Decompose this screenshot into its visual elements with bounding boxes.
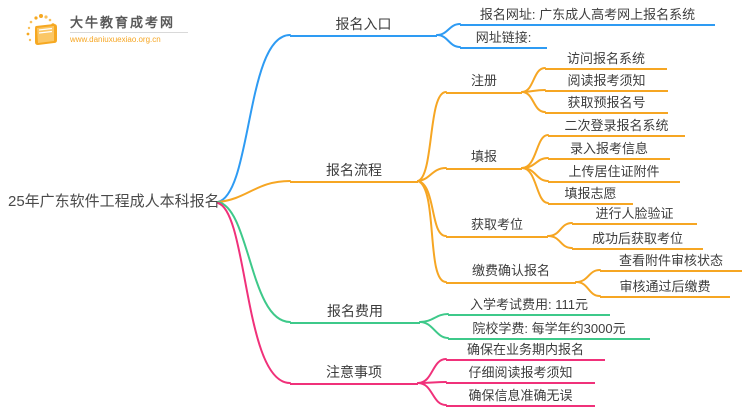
process-branch-lines xyxy=(217,67,601,297)
node-read-notice[interactable]: 阅读报考须知 xyxy=(545,71,668,92)
fee-branch-lines xyxy=(217,201,449,339)
node-get-prenumber[interactable]: 获取预报名号 xyxy=(545,93,668,114)
node-fill-in[interactable]: 填报 xyxy=(446,146,522,170)
logo-title: 大牛教育成考网 xyxy=(70,15,176,30)
node-read-carefully[interactable]: 仔细阅读报考须知 xyxy=(446,363,595,384)
node-get-seat[interactable]: 获取考位 xyxy=(446,214,548,238)
branch-entry[interactable]: 报名入口 xyxy=(290,13,437,37)
node-pay-confirm[interactable]: 缴费确认报名 xyxy=(446,260,576,284)
node-upload-permit[interactable]: 上传居住证附件 xyxy=(548,162,680,183)
branch-notes[interactable]: 注意事项 xyxy=(290,361,418,385)
node-fill-preferences[interactable]: 填报志愿 xyxy=(548,184,633,205)
logo-url[interactable]: www.daniuxuexiao.org.cn xyxy=(70,35,161,44)
book-sun-icon xyxy=(26,14,57,45)
node-signup-website[interactable]: 报名网址: 广东成人高考网上报名系统 xyxy=(460,5,715,26)
node-info-accurate[interactable]: 确保信息准确无误 xyxy=(446,386,595,407)
node-exam-fee[interactable]: 入学考试费用: 111元 xyxy=(448,295,610,316)
node-check-review[interactable]: 查看附件审核状态 xyxy=(600,251,742,272)
node-seat-after[interactable]: 成功后获取考位 xyxy=(572,229,703,250)
node-within-period[interactable]: 确保在业务期内报名 xyxy=(446,340,605,361)
node-pay-after-review[interactable]: 审核通过后缴费 xyxy=(600,277,730,298)
node-second-login[interactable]: 二次登录报名系统 xyxy=(548,116,685,137)
node-tuition-fee[interactable]: 院校学费: 每学年约3000元 xyxy=(448,319,650,340)
node-register[interactable]: 注册 xyxy=(446,70,522,94)
node-visit-system[interactable]: 访问报名系统 xyxy=(545,49,667,70)
entry-branch-lines xyxy=(217,23,461,203)
branch-process[interactable]: 报名流程 xyxy=(290,159,418,183)
site-logo: 大牛教育成考网 www.daniuxuexiao.org.cn xyxy=(26,12,188,50)
logo-divider xyxy=(70,32,188,33)
node-enter-info[interactable]: 录入报考信息 xyxy=(548,139,670,160)
branch-fee[interactable]: 报名费用 xyxy=(290,300,420,324)
node-website-link[interactable]: 网址链接: xyxy=(460,28,547,49)
root-node[interactable]: 25年广东软件工程成人本科报名 xyxy=(8,193,220,210)
notes-branch-lines xyxy=(217,202,447,406)
node-face-verify[interactable]: 进行人脸验证 xyxy=(572,204,697,225)
